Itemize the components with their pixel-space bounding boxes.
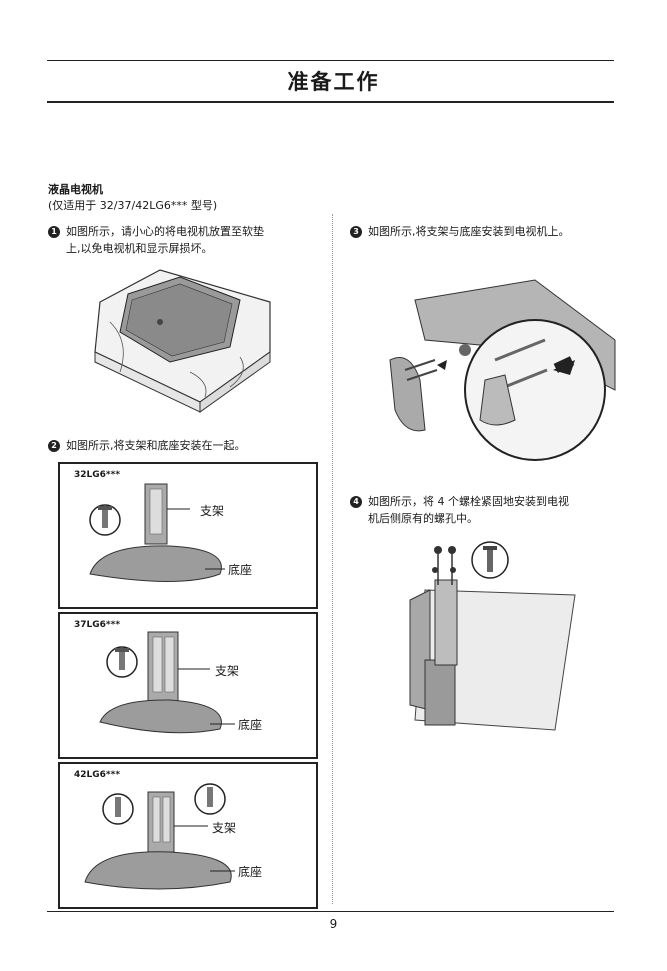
step-text: 如图所示,将支架与底座安装到电视机上。 — [368, 225, 570, 238]
panel-42lg6: 42LG6*** 支架 底座 — [58, 762, 318, 909]
step-text: 如图所示，将 4 个螺栓紧固地安装到电视 — [368, 495, 569, 508]
panel-32lg6: 32LG6*** 支架 底座 — [58, 462, 318, 609]
page-number: 9 — [329, 917, 338, 931]
step-text: 上,以免电视机和显示屏损坏。 — [66, 242, 213, 255]
stand-base-42-illustration — [84, 783, 235, 890]
step-4: 4 如图所示，将 4 个螺栓紧固地安装到电视 机后侧原有的螺孔中。 — [350, 493, 620, 527]
attach-stand-illustration — [389, 279, 616, 461]
base-label: 底座 — [238, 865, 263, 879]
section-title: 液晶电视机 — [48, 183, 103, 196]
panel-37lg6: 37LG6*** 支架 底座 — [58, 612, 318, 759]
step-number: 1 — [48, 226, 60, 238]
top-rule — [47, 60, 614, 61]
stand-base-37-illustration — [99, 631, 235, 734]
step-number: 2 — [48, 440, 60, 452]
step-number: 4 — [350, 496, 362, 508]
tv-on-pad-illustration — [94, 269, 271, 413]
step-3: 3 如图所示,将支架与底座安装到电视机上。 — [350, 223, 620, 240]
section-subtitle: (仅适用于 32/37/42LG6*** 型号) — [48, 199, 218, 212]
model-label: 37LG6*** — [74, 620, 121, 630]
model-label: 42LG6*** — [74, 770, 121, 780]
install-bolts-illustration — [409, 541, 576, 731]
step-number: 3 — [350, 226, 362, 238]
step-2: 2 如图所示,将支架和底座安装在一起。 — [48, 437, 318, 454]
bottom-rule — [47, 911, 614, 912]
stand-label: 支架 — [200, 504, 225, 518]
step-1: 1 如图所示，请小心的将电视机放置至软垫 上,以免电视机和显示屏损坏。 — [48, 223, 318, 257]
step-text: 机后侧原有的螺孔中。 — [368, 512, 478, 525]
base-label: 底座 — [228, 563, 253, 577]
model-label: 32LG6*** — [74, 470, 121, 480]
column-divider — [332, 214, 334, 904]
step-text: 如图所示，请小心的将电视机放置至软垫 — [66, 225, 264, 238]
step-text: 如图所示,将支架和底座安装在一起。 — [66, 439, 246, 452]
title-rule — [47, 101, 614, 103]
page-title: 准备工作 — [287, 70, 380, 94]
stand-base-32-illustration — [89, 483, 225, 582]
stand-label: 支架 — [212, 821, 237, 835]
stand-label: 支架 — [215, 664, 240, 678]
base-label: 底座 — [238, 718, 263, 732]
